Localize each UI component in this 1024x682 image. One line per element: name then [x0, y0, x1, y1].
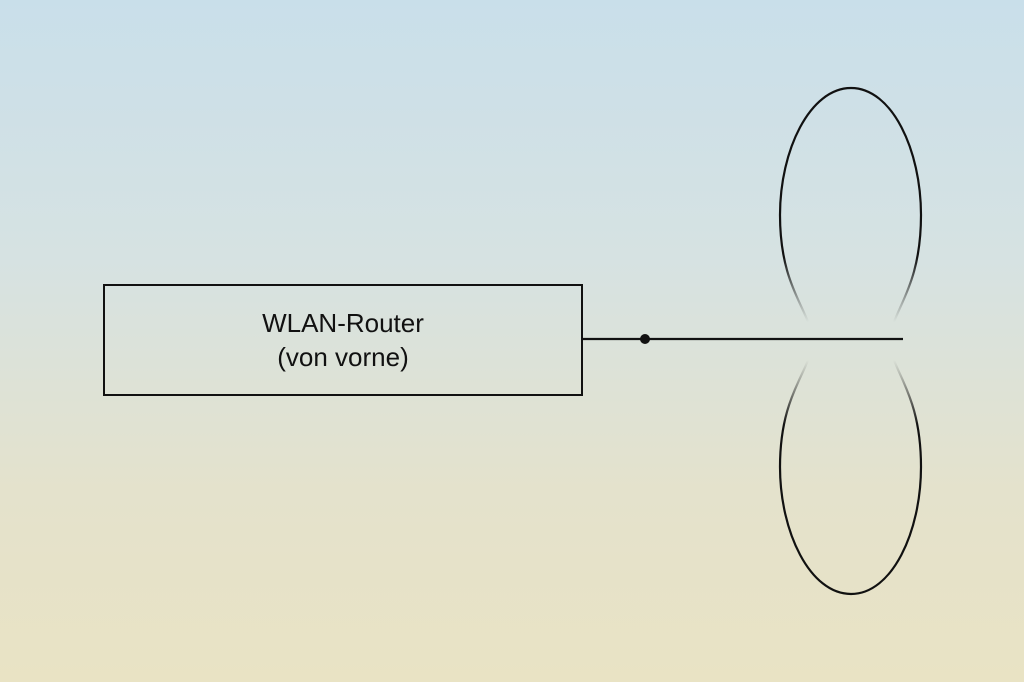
router-box: WLAN-Router (von vorne): [103, 284, 583, 396]
radiation-lobe-bottom: [778, 359, 923, 596]
radiation-lobe-top: [778, 86, 923, 323]
router-title: WLAN-Router: [262, 308, 424, 338]
router-subtitle: (von vorne): [277, 342, 409, 372]
junction-dot: [640, 334, 650, 344]
